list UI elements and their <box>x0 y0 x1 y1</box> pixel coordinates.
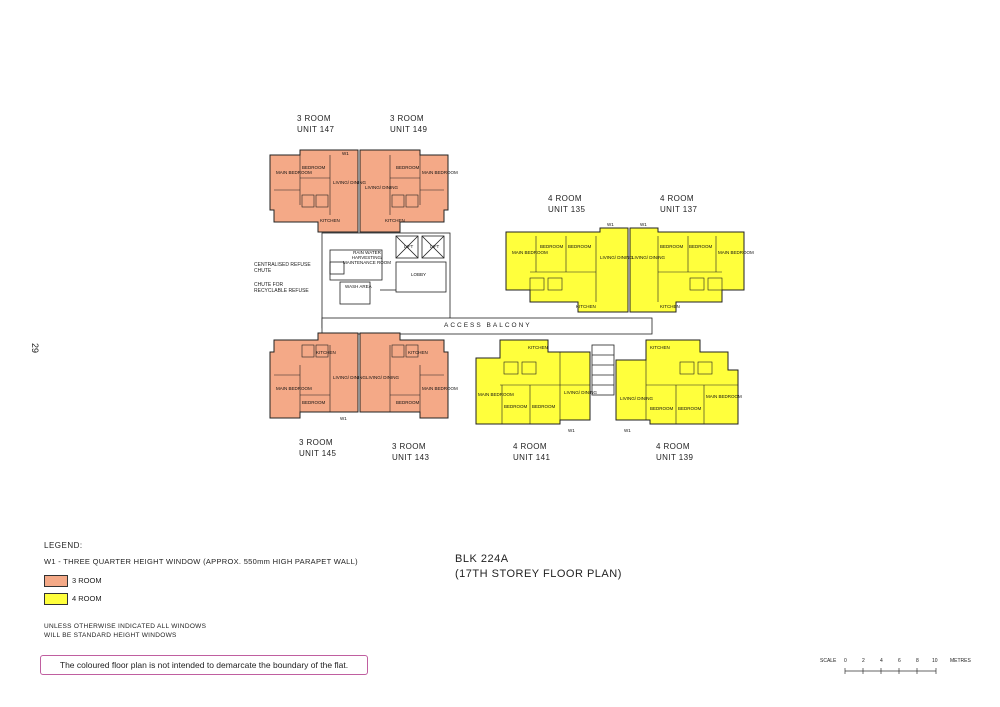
access-balcony <box>321 317 653 335</box>
unit-type: 3 ROOM <box>390 114 424 123</box>
unit-137-title: 4 ROOM UNIT 137 <box>660 193 697 215</box>
block-title: BLK 224A (17TH STOREY FLOOR PLAN) <box>455 552 622 582</box>
unit-141-shape <box>475 339 591 425</box>
legend-note-line: UNLESS OTHERWISE INDICATED ALL WINDOWS <box>44 623 207 630</box>
legend-note-line: WILL BE STANDARD HEIGHT WINDOWS <box>44 632 177 639</box>
scale-tick: 6 <box>898 658 901 664</box>
recyclable-chute-note: CHUTE FOR RECYCLABLE REFUSE <box>254 282 309 294</box>
unit-143-title: 3 ROOM UNIT 143 <box>392 441 429 463</box>
unit-145-shape <box>269 332 359 419</box>
unit-139-title: 4 ROOM UNIT 139 <box>656 441 693 463</box>
disclaimer-box: The coloured floor plan is not intended … <box>40 655 368 675</box>
unit-type: 4 ROOM <box>513 442 547 451</box>
unit-type: 4 ROOM <box>660 194 694 203</box>
unit-number: UNIT 147 <box>297 125 335 134</box>
legend-title: LEGEND: <box>44 541 83 550</box>
unit-type: 3 ROOM <box>299 438 333 447</box>
unit-number: UNIT 149 <box>390 125 428 134</box>
core-area <box>321 232 451 329</box>
legend-swatch-3-room <box>44 575 68 587</box>
unit-149-title: 3 ROOM UNIT 149 <box>390 113 427 135</box>
scale-tick: 4 <box>880 658 883 664</box>
legend-label-3-room: 3 ROOM <box>72 576 102 585</box>
lift-shaft-1 <box>395 235 419 259</box>
unit-147-title: 3 ROOM UNIT 147 <box>297 113 334 135</box>
unit-135-title: 4 ROOM UNIT 135 <box>548 193 585 215</box>
scale-bar: SCALE 0 2 4 6 8 10 METRES <box>820 654 990 678</box>
legend-label-4-room: 4 ROOM <box>72 594 102 603</box>
scale-tick: 2 <box>862 658 865 664</box>
scale-tick: 8 <box>916 658 919 664</box>
unit-137-shape <box>629 227 745 313</box>
stair-core <box>395 261 447 293</box>
scale-ruler <box>844 668 937 674</box>
unit-number: UNIT 135 <box>548 205 586 214</box>
legend-swatch-4-room <box>44 593 68 605</box>
unit-135-shape <box>505 227 629 313</box>
unit-type: 3 ROOM <box>297 114 331 123</box>
wash-area <box>339 281 371 305</box>
legend-window-note: UNLESS OTHERWISE INDICATED ALL WINDOWS W… <box>44 622 206 640</box>
scale-label: SCALE <box>820 658 837 664</box>
unit-type: 3 ROOM <box>392 442 426 451</box>
block-storey: (17TH STOREY FLOOR PLAN) <box>455 568 622 580</box>
unit-number: UNIT 141 <box>513 453 551 462</box>
stair-right <box>591 344 615 396</box>
refuse-chute <box>329 261 345 275</box>
unit-type: 4 ROOM <box>656 442 690 451</box>
unit-number: UNIT 137 <box>660 205 698 214</box>
unit-number: UNIT 139 <box>656 453 694 462</box>
lift-shaft-2 <box>421 235 445 259</box>
unit-149-shape <box>359 149 449 233</box>
scale-unit: METRES <box>950 658 971 664</box>
unit-145-title: 3 ROOM UNIT 145 <box>299 437 336 459</box>
unit-number: UNIT 145 <box>299 449 337 458</box>
unit-147-shape <box>269 149 359 233</box>
unit-141-title: 4 ROOM UNIT 141 <box>513 441 550 463</box>
legend-w1-text: W1 - THREE QUARTER HEIGHT WINDOW (APPROX… <box>44 557 358 566</box>
unit-number: UNIT 143 <box>392 453 430 462</box>
centralised-chute-note: CENTRALISED REFUSE CHUTE <box>254 262 311 274</box>
unit-143-shape <box>359 332 449 419</box>
access-balcony-label: ACCESS BALCONY <box>444 322 532 329</box>
block-name: BLK 224A <box>455 553 509 565</box>
scale-tick: 10 <box>932 658 938 664</box>
scale-tick: 0 <box>844 658 847 664</box>
unit-type: 4 ROOM <box>548 194 582 203</box>
unit-139-shape <box>615 339 739 425</box>
